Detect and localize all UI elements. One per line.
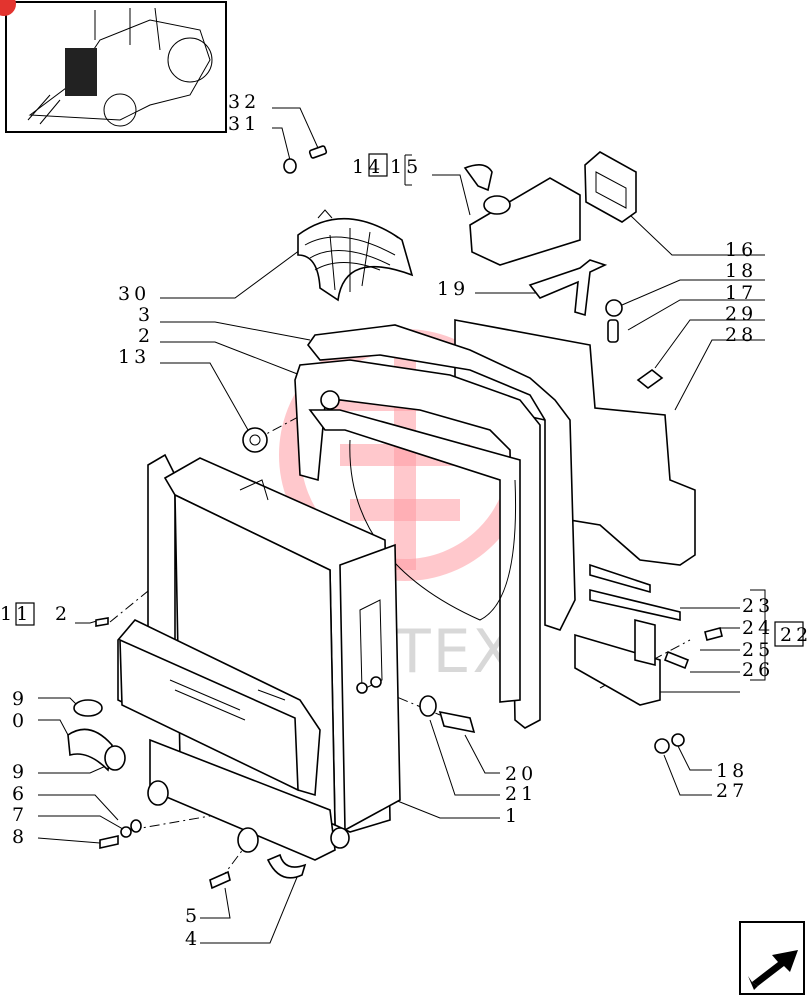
callout-c22: 22 [780, 624, 808, 646]
nut-18b [654, 738, 670, 754]
callout-c6: 6 [12, 783, 28, 805]
nut-31 [283, 158, 297, 174]
callout-c11: 11 [0, 603, 32, 625]
callout-c19: 19 [437, 278, 469, 300]
next-page-arrow-icon[interactable] [739, 921, 805, 995]
lower-cooler [147, 738, 350, 861]
callout-c1: 1 [505, 805, 521, 827]
hose-10 [67, 728, 113, 772]
bolt-17 [607, 319, 619, 343]
callout-c14: 14 [352, 156, 384, 178]
page-marker-dot [0, 0, 16, 16]
callout-c7: 7 [12, 804, 28, 826]
callout-c28: 28 [725, 324, 757, 346]
callout-c13: 13 [118, 346, 150, 368]
reference-boxes [15, 153, 804, 647]
tractor-thumbnail [0, 0, 227, 133]
hose-lower [266, 853, 307, 879]
highlighted-area [65, 48, 97, 96]
callout-c27: 27 [716, 780, 748, 802]
callout-c16: 16 [725, 239, 757, 261]
callout-c26: 26 [742, 659, 774, 681]
callout-c2: 2 [138, 325, 154, 347]
tank-bracket [528, 259, 608, 317]
callout-c3: 3 [138, 304, 154, 326]
callout-c21: 21 [505, 783, 537, 805]
bolt-32 [308, 145, 328, 159]
callout-c30: 30 [118, 283, 150, 305]
gasket-3 [307, 324, 576, 631]
parts [67, 145, 723, 890]
callout-c15: 15 [390, 156, 422, 178]
washer-13 [242, 427, 268, 453]
nut-18 [605, 299, 623, 317]
callout-c10: 0 [12, 710, 28, 732]
washer-21 [419, 695, 437, 717]
washer-27 [671, 733, 685, 747]
callout-c23: 23 [742, 595, 774, 617]
callout-c9a: 9 [12, 688, 28, 710]
expansion-tank [463, 164, 581, 266]
bolt-12 [95, 617, 109, 627]
callout-c18a: 18 [725, 260, 757, 282]
washer-7 [120, 826, 132, 838]
callout-c24: 24 [742, 617, 774, 639]
callout-c12: 2 [55, 603, 71, 625]
clip-29 [636, 368, 664, 390]
grille-30 [297, 209, 414, 302]
callout-c20: 20 [505, 763, 537, 785]
callout-c17: 17 [725, 282, 757, 304]
callout-c4: 4 [185, 928, 201, 950]
side-brackets [574, 563, 723, 706]
washer-6 [130, 819, 142, 833]
clamp-9a [73, 699, 103, 717]
callout-c32: 32 [228, 91, 260, 113]
rubber-mount [584, 151, 637, 223]
intercooler-11 [117, 619, 321, 797]
callout-c31: 31 [228, 113, 260, 135]
callout-c8: 8 [12, 826, 28, 848]
bolt-5 [209, 870, 231, 890]
callout-c9b: 9 [12, 761, 28, 783]
callout-c25: 25 [742, 639, 774, 661]
callout-c5: 5 [185, 905, 201, 927]
bolt-8 [99, 835, 119, 849]
shroud-2 [294, 359, 541, 729]
clamp-9b [104, 745, 126, 771]
bolt-20 [438, 710, 476, 734]
callout-c29: 29 [725, 303, 757, 325]
callout-c18b: 18 [716, 760, 748, 782]
